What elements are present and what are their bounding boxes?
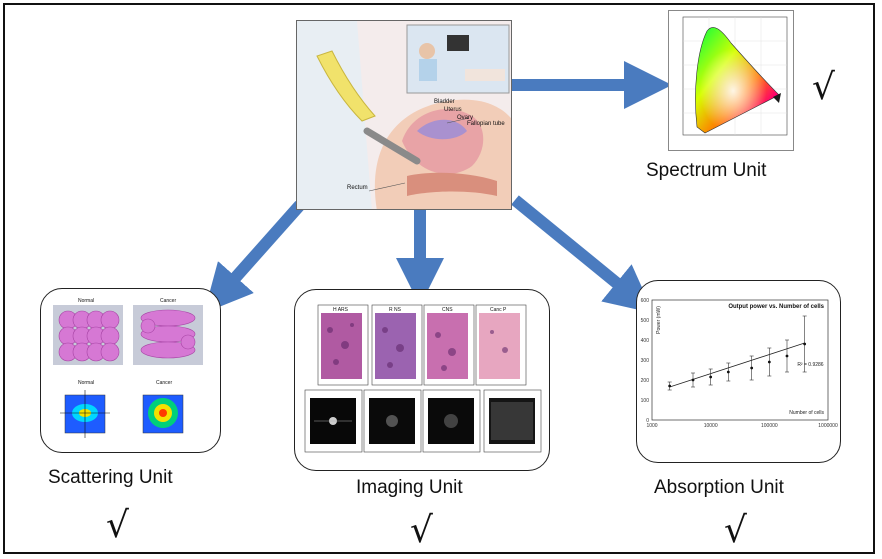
y-tick-label-0: 0: [646, 418, 649, 424]
anatomy-illustration: Bladder Uterus Ovary Fallopian tube Rect…: [296, 20, 512, 210]
y-tick-label-5: 500: [641, 318, 650, 324]
anatomy-drawing: [297, 21, 511, 209]
absorption-unit-label: Absorption Unit: [654, 477, 784, 498]
imaging-tile-caption-4: Canc P: [490, 307, 507, 313]
x-tick-label-0: 1000: [646, 423, 657, 429]
anatomy-label-rectum: Rectum: [347, 185, 368, 191]
data-point-5: [767, 360, 771, 364]
data-point-3: [726, 370, 730, 374]
imaging-tile-caption-1: H ARS: [333, 307, 349, 313]
anatomy-label-fallopian-tube: Fallopian tube: [467, 121, 505, 127]
imaging-tile-caption-2: R NS: [389, 307, 401, 313]
spectrum-chart: [668, 10, 794, 151]
spectrum-unit-label: Spectrum Unit: [646, 160, 767, 181]
imaging-tile-caption-3: CNS: [442, 307, 453, 313]
x-axis-label: Number of cells: [789, 410, 824, 416]
imaging-unit-label: Imaging Unit: [356, 477, 463, 498]
x-tick-label-2: 100000: [761, 423, 778, 429]
r-squared-annotation: R² = 0.9286: [797, 362, 823, 368]
data-point-2: [709, 375, 713, 379]
data-point-6: [785, 354, 789, 358]
y-tick-label-4: 400: [641, 338, 650, 344]
plot-area: [651, 299, 829, 421]
y-axis-label: Power (mW): [656, 306, 662, 334]
data-point-4: [750, 366, 754, 370]
cie-chromaticity-diagram: [682, 16, 788, 136]
arrow-to-absorption: [511, 195, 654, 314]
arrow-to-scattering: [204, 201, 305, 313]
imaging-check-icon: √: [410, 510, 433, 551]
y-tick-label-6: 600: [641, 298, 650, 304]
anatomy-label-uterus: Uterus: [444, 107, 462, 113]
anatomy-label-ovary: Ovary: [457, 115, 474, 121]
y-tick-label-2: 200: [641, 378, 650, 384]
scattering-caption-normal-bottom: Normal: [78, 380, 95, 386]
scattering-caption-cancer-bottom: Cancer: [156, 380, 173, 386]
data-point-7: [803, 342, 807, 346]
scattering-caption-normal-top: Normal: [78, 298, 95, 304]
data-point-0: [668, 384, 672, 388]
chart-title: Output power vs. Number of cells: [728, 304, 824, 310]
y-tick-label-1: 100: [641, 398, 650, 404]
x-tick-label-1: 10000: [704, 423, 718, 429]
y-tick-label-3: 300: [641, 358, 650, 364]
scattering-check-icon: √: [106, 505, 129, 546]
data-point-1: [691, 378, 695, 382]
spectrum-check-icon: √: [812, 67, 835, 108]
scattering-unit-label: Scattering Unit: [48, 467, 173, 488]
absorption-check-icon: √: [724, 510, 747, 551]
x-tick-label-3: 1000000: [818, 423, 838, 429]
scattering-caption-cancer-top: Cancer: [160, 298, 177, 304]
outer-border: [3, 3, 875, 554]
anatomy-label-bladder: Bladder: [434, 99, 455, 105]
